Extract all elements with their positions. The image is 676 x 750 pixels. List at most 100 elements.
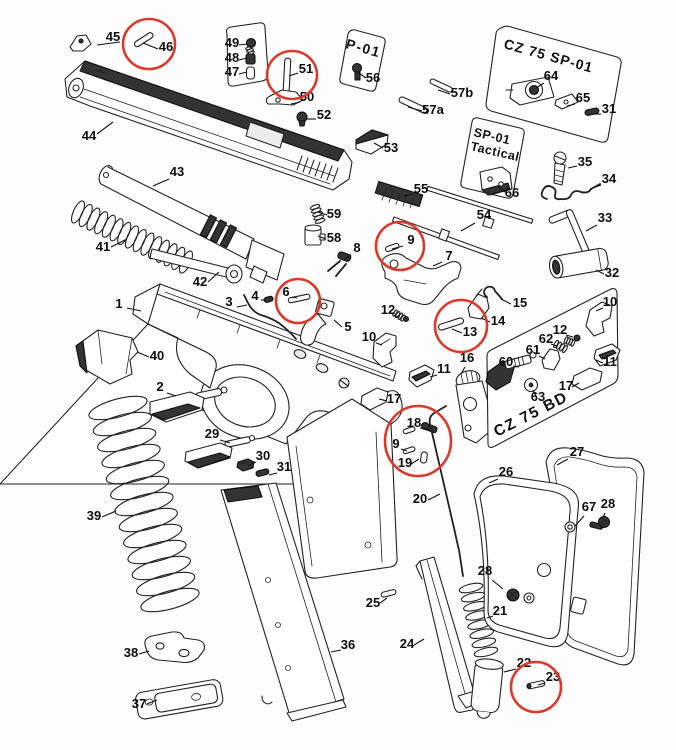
part-15-clip: [483, 285, 503, 300]
leader-line-58: [317, 235, 327, 240]
part-label-65: 65: [576, 90, 590, 105]
part-36-magazine: [220, 482, 347, 722]
part-11-lever-bd: [593, 343, 621, 367]
leader-line-41: [110, 238, 128, 248]
leader-line-9: [391, 245, 404, 250]
leader-line-67: [574, 515, 585, 527]
part-label-40: 40: [150, 348, 164, 363]
part-label-44: 44: [82, 128, 97, 143]
leader-line-11: [595, 359, 604, 364]
part-label-24: 24: [400, 636, 415, 651]
part-17-lever: [360, 387, 389, 411]
part-62-spring: [553, 339, 568, 354]
part-16-slide-stop-body: [455, 370, 491, 444]
leader-line-43: [152, 178, 170, 187]
leader-line-51: [288, 72, 299, 77]
leader-line-44: [96, 121, 114, 135]
leader-line-24: [413, 638, 425, 646]
part-label-5: 5: [344, 319, 351, 334]
part-label-17: 17: [387, 391, 401, 406]
part-label-12: 12: [381, 302, 395, 317]
part-49-ball: [245, 37, 257, 49]
leader-line-32: [595, 269, 605, 275]
leader-line-22: [503, 668, 517, 673]
part-29-safety-right: [184, 434, 256, 469]
leader-line-17: [571, 382, 580, 388]
part-label-53: 53: [384, 140, 398, 155]
part-label-12: 12: [553, 322, 567, 337]
part-55-firing-pin: [374, 180, 534, 229]
part-label-47: 47: [225, 64, 239, 79]
part-label-27: 27: [570, 444, 584, 459]
leader-line-48: [238, 57, 248, 61]
leader-line-37: [146, 699, 158, 705]
leader-line-11: [429, 374, 438, 378]
part-4-plug: [263, 295, 274, 303]
part-label-62: 62: [539, 331, 553, 346]
part-label-10: 10: [362, 329, 376, 344]
part-label-29: 29: [205, 426, 219, 441]
leader-line-3: [236, 304, 248, 308]
part-label-10: 10: [603, 294, 617, 309]
part-40-sear-cage: [75, 329, 139, 385]
part-9-pin-b: [402, 446, 416, 455]
highlight-circle-3: [374, 220, 426, 272]
part-label-30: 30: [256, 448, 270, 463]
leader-line-42: [207, 271, 220, 283]
part-34-spring-wire: [540, 183, 601, 201]
part-35-screw: [553, 151, 567, 186]
part-label-52: 52: [317, 107, 331, 122]
part-label-19: 19: [398, 455, 412, 470]
part-13-pin: [437, 317, 465, 331]
small-parts-box-47-48-49: [225, 22, 269, 87]
part-label-4: 4: [251, 288, 259, 303]
part-label-7: 7: [445, 248, 452, 263]
leader-line-10: [595, 307, 604, 312]
leader-line-63: [532, 389, 537, 397]
leader-line-12: [565, 334, 574, 338]
part-32-tube: [548, 247, 609, 279]
part-label-67: 67: [582, 499, 596, 514]
part-label-36: 36: [341, 637, 355, 652]
part-54-firing-pin-block: [391, 216, 500, 261]
leader-line-19: [410, 458, 420, 465]
leader-line-62: [550, 343, 558, 347]
part-51-pin: [282, 57, 292, 93]
leader-line-35: [567, 165, 578, 169]
leader-line-64: [535, 82, 545, 89]
part-12-spring-ball-bd: [563, 334, 581, 347]
leader-line-10: [375, 342, 383, 346]
part-label-46: 46: [159, 39, 173, 54]
part-66-lanyard-mount: [479, 166, 513, 196]
leader-line-57a: [407, 106, 423, 112]
part-67-washer: [564, 521, 576, 533]
part-56-screw: [351, 62, 363, 81]
part-60-decocker-shaft: [485, 351, 537, 391]
leader-line-2: [166, 392, 177, 397]
part-8-sear-spring: [327, 251, 352, 277]
part-11-lever: [408, 364, 435, 388]
leader-line-26: [488, 478, 499, 484]
leader-line-46: [142, 42, 159, 50]
leader-line-50: [290, 101, 301, 105]
part-61-lever: [541, 348, 561, 371]
leader-line-39: [101, 510, 117, 518]
leader-line-28: [491, 579, 504, 590]
parts-artwork: P-01 CZ 75 SP-01 SP-0: [0, 22, 645, 722]
part-label-56: 56: [366, 70, 380, 85]
part-label-54: 54: [477, 207, 492, 222]
part-7-hammer: [381, 252, 462, 306]
part-label-55: 55: [414, 181, 428, 196]
part-label-11: 11: [437, 361, 451, 376]
part-label-2: 2: [156, 379, 163, 394]
part-label-45: 45: [106, 29, 120, 44]
part-52-button: [296, 111, 308, 127]
part-33-allen-key: [548, 209, 590, 254]
part-label-41: 41: [96, 239, 110, 254]
part-9-pin-a: [402, 426, 416, 435]
leader-line-9: [400, 448, 408, 452]
highlight-circle-5: [433, 298, 489, 354]
leader-line-25: [379, 597, 388, 604]
part-label-17: 17: [559, 378, 573, 393]
